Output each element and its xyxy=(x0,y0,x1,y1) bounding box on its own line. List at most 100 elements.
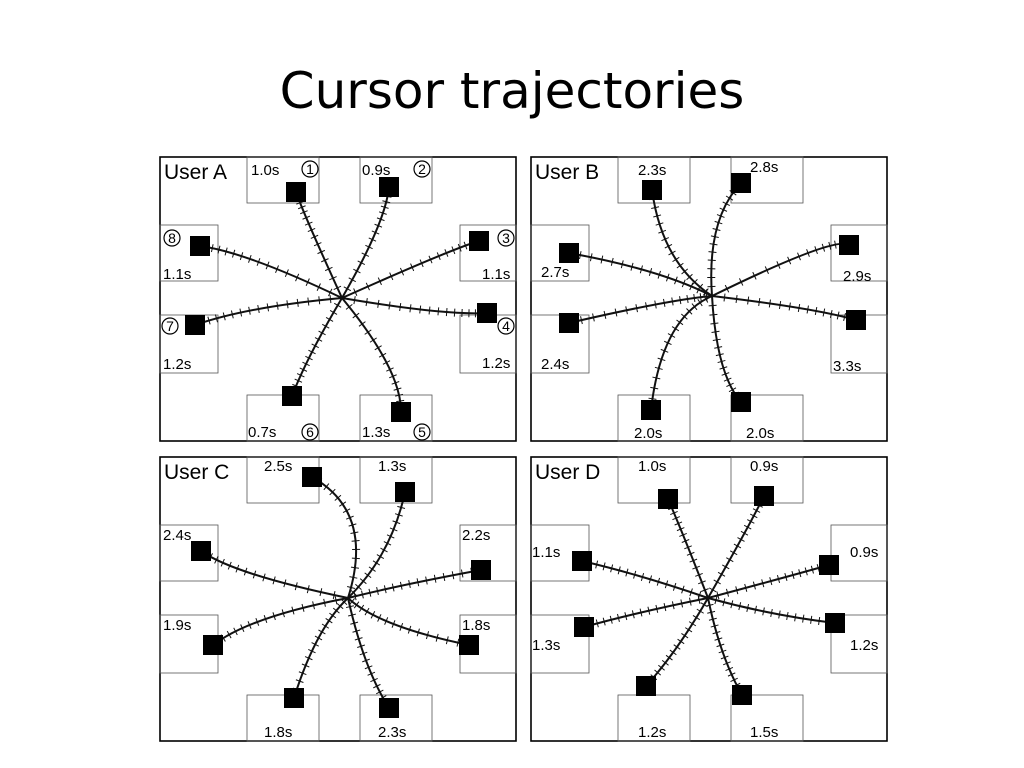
time-label: 0.9s xyxy=(850,544,878,561)
panel-label: User A xyxy=(164,161,227,184)
target-marker xyxy=(574,617,594,637)
time-label: 2.5s xyxy=(264,458,292,475)
target-zone xyxy=(830,524,888,582)
target-number-circle xyxy=(163,229,181,247)
target-number: 6 xyxy=(306,424,314,440)
target-zone xyxy=(617,456,691,504)
trajectory-ticks xyxy=(708,498,766,593)
target-zone xyxy=(246,156,320,204)
panel-label: User C xyxy=(164,461,229,484)
target-marker xyxy=(559,313,579,333)
time-label: 1.2s xyxy=(163,356,191,373)
trajectory-ticks xyxy=(724,239,849,293)
target-zone xyxy=(830,614,888,674)
trajectory-path xyxy=(293,597,349,699)
target-marker xyxy=(572,551,592,571)
trajectory-ticks xyxy=(204,242,333,297)
target-number: 3 xyxy=(502,230,510,246)
target-marker xyxy=(731,392,751,412)
target-zone xyxy=(246,694,320,742)
target-marker xyxy=(846,310,866,330)
target-marker xyxy=(191,541,211,561)
target-zone xyxy=(359,156,433,204)
trajectory-path xyxy=(645,597,709,687)
time-label: 2.3s xyxy=(378,724,406,741)
trajectory-ticks xyxy=(648,295,709,400)
panel-label: User B xyxy=(535,161,599,184)
time-label: 1.1s xyxy=(532,544,560,561)
target-zone xyxy=(459,524,517,582)
target-zone xyxy=(530,224,590,282)
trajectory-ticks xyxy=(345,304,405,408)
target-marker xyxy=(839,235,859,255)
trajectory-ticks xyxy=(666,501,709,592)
target-marker xyxy=(203,635,223,655)
time-label: 2.2s xyxy=(462,527,490,544)
target-marker xyxy=(471,560,491,580)
target-marker xyxy=(469,231,489,251)
time-label: 1.3s xyxy=(362,424,390,441)
target-marker xyxy=(185,315,205,335)
trajectory-ticks xyxy=(353,296,483,318)
trajectory-ticks xyxy=(649,197,709,296)
trajectory-path xyxy=(583,597,709,628)
time-label: 1.8s xyxy=(462,617,490,634)
time-label: 1.3s xyxy=(532,637,560,654)
trajectory-path xyxy=(707,564,830,599)
time-label: 1.0s xyxy=(638,458,666,475)
time-label: 1.9s xyxy=(163,617,191,634)
time-label: 2.4s xyxy=(163,527,191,544)
trajectory-ticks xyxy=(714,596,829,627)
panel-frame xyxy=(530,156,888,442)
panel-label: User D xyxy=(535,461,600,484)
trajectory-ticks xyxy=(200,295,332,327)
time-label: 0.9s xyxy=(362,162,390,179)
trajectory-path xyxy=(347,597,470,646)
trajectory-ticks xyxy=(587,558,702,600)
time-label: 3.3s xyxy=(833,358,861,375)
target-marker xyxy=(754,486,774,506)
target-marker xyxy=(641,400,661,420)
target-marker xyxy=(477,303,497,323)
trajectory-path xyxy=(711,242,850,297)
time-label: 1.3s xyxy=(378,458,406,475)
target-marker xyxy=(190,236,210,256)
target-marker xyxy=(379,698,399,718)
target-zone xyxy=(159,524,219,582)
target-zone xyxy=(730,694,804,742)
target-zone xyxy=(359,456,433,504)
time-label: 1.5s xyxy=(750,724,778,741)
target-marker xyxy=(379,177,399,197)
time-label: 2.3s xyxy=(638,162,666,179)
target-marker xyxy=(819,555,839,575)
trajectory-ticks xyxy=(705,603,744,693)
target-number: 4 xyxy=(502,318,510,334)
target-marker xyxy=(636,676,656,696)
target-zone xyxy=(359,694,433,742)
target-number-circle xyxy=(301,423,319,441)
slide-title: Cursor trajectories xyxy=(279,62,745,120)
target-marker xyxy=(391,402,411,422)
time-label: 1.2s xyxy=(482,355,510,372)
target-marker xyxy=(825,613,845,633)
time-label: 1.2s xyxy=(638,724,666,741)
target-number: 2 xyxy=(418,161,426,177)
trajectory-path xyxy=(199,245,343,299)
time-label: 1.1s xyxy=(482,266,510,283)
trajectory-path xyxy=(581,560,709,599)
time-label: 2.9s xyxy=(843,268,871,285)
trajectory-path xyxy=(341,297,488,315)
time-label: 2.0s xyxy=(634,425,662,442)
trajectory-ticks xyxy=(290,302,342,394)
trajectory-path xyxy=(295,191,343,299)
trajectory-path xyxy=(341,240,480,299)
target-zone xyxy=(730,394,804,442)
target-zone xyxy=(359,394,433,442)
target-marker xyxy=(284,688,304,708)
trajectory-ticks xyxy=(579,251,708,297)
trajectory-path xyxy=(200,550,349,599)
trajectory-path xyxy=(651,189,713,297)
